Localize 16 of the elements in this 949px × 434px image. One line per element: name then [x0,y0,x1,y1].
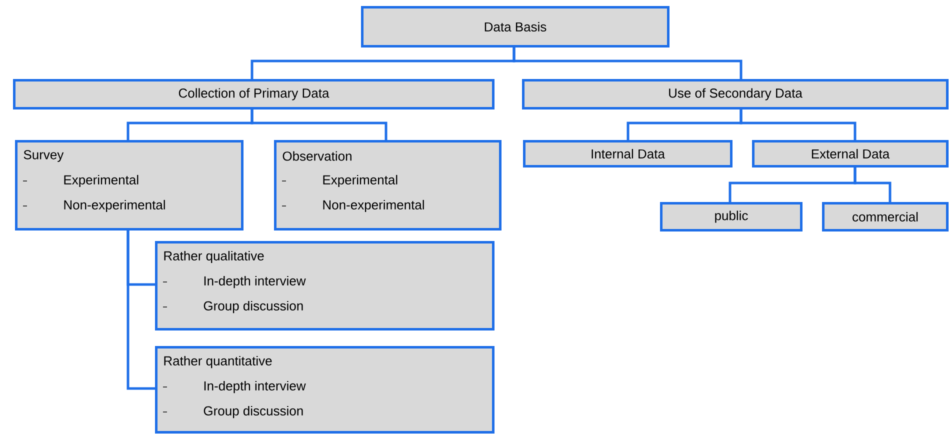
list-box: Observation Experimental Non-experimental [274,140,502,230]
list-box: Rather quantitative In-depth interview Group discussion [155,346,494,434]
category-box: Collection of Primary Data [13,79,494,110]
connector-line [854,165,892,202]
category-box: Internal Data [523,140,732,168]
category-box: External Data [752,140,948,168]
connector-line [250,107,388,140]
category-box: Data Basis [361,6,670,48]
list-box: Survey Experimental Non-experimental [15,140,244,230]
connector-line [740,107,856,140]
category-box: public [660,202,802,232]
category-box: commercial [822,202,948,232]
connector-line [512,45,742,79]
category-box: Use of Secondary Data [522,79,948,110]
list-box: Rather qualitative In-depth interview Group discussion [155,241,494,330]
connector-line [126,228,155,390]
